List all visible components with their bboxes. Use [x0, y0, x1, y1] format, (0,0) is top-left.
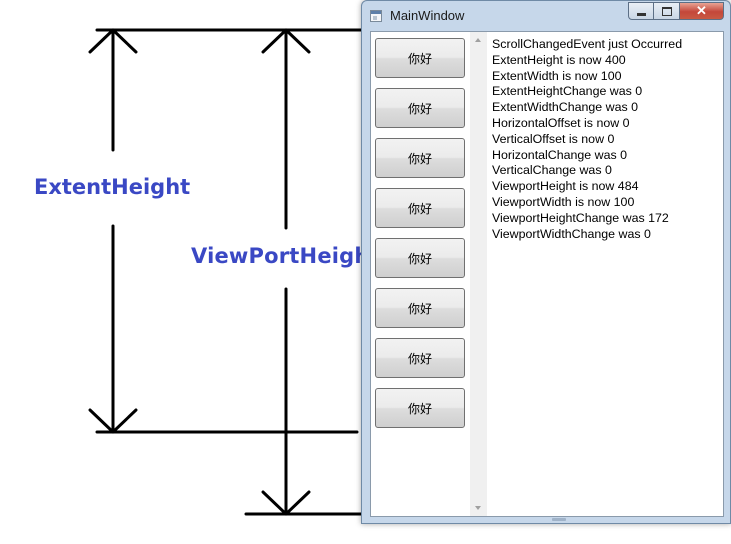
maximize-icon — [661, 6, 672, 16]
title-bar[interactable]: MainWindow ✕ — [362, 1, 730, 31]
log-line: ViewportWidth is now 100 — [492, 194, 635, 209]
hello-button-4[interactable]: 你好 — [375, 188, 465, 228]
maximize-button[interactable] — [654, 2, 680, 20]
client-area: 你好 你好 你好 你好 你好 你好 你好 你好 ScrollChangedEve… — [370, 31, 724, 517]
hello-button-7[interactable]: 你好 — [375, 338, 465, 378]
scroll-down-arrow-icon[interactable] — [475, 506, 481, 510]
hello-button-6[interactable]: 你好 — [375, 288, 465, 328]
log-line: ScrollChangedEvent just Occurred — [492, 37, 683, 51]
caption-buttons: ✕ — [628, 2, 724, 21]
window-title: MainWindow — [390, 8, 465, 23]
log-line: ExtentHeightChange was 0 — [492, 84, 643, 99]
extent-height-label: ExtentHeight — [34, 175, 191, 199]
vertical-scrollbar[interactable] — [470, 32, 487, 516]
log-line: HorizontalChange was 0 — [492, 147, 627, 162]
log-line: ViewportHeightChange was 172 — [492, 210, 669, 225]
extent-arrow-head-down — [88, 408, 138, 434]
log-line: VerticalChange was 0 — [492, 163, 612, 178]
scroll-up-arrow-icon[interactable] — [475, 38, 481, 42]
viewport-height-label: ViewPortHeight — [191, 244, 380, 268]
minimize-button[interactable] — [628, 2, 654, 20]
close-icon: ✕ — [696, 3, 707, 18]
hello-button-2[interactable]: 你好 — [375, 88, 465, 128]
hello-button-1[interactable]: 你好 — [375, 38, 465, 78]
log-line: ViewportHeight is now 484 — [492, 179, 639, 194]
hello-button-5[interactable]: 你好 — [375, 238, 465, 278]
button-scroll-viewer: 你好 你好 你好 你好 你好 你好 你好 你好 — [375, 38, 467, 438]
window-bottom-grip — [552, 518, 566, 521]
log-line: ExtentHeight is now 400 — [492, 52, 626, 67]
log-line: ViewportWidthChange was 0 — [492, 226, 651, 241]
minimize-icon — [636, 12, 646, 16]
log-line: ExtentWidthChange was 0 — [492, 100, 639, 115]
app-window-icon[interactable] — [370, 10, 382, 22]
log-line: ExtentWidth is now 100 — [492, 68, 622, 83]
viewport-arrow-head-up — [261, 28, 311, 54]
log-line: VerticalOffset is now 0 — [492, 131, 615, 146]
close-button[interactable]: ✕ — [680, 2, 724, 20]
extent-arrow-head-up — [88, 28, 138, 54]
log-line: HorizontalOffset is now 0 — [492, 115, 630, 130]
main-window: MainWindow ✕ 你好 你好 你好 你好 你好 你好 你好 你好 — [361, 0, 731, 524]
viewport-arrow-head-down — [261, 490, 311, 516]
hello-button-8[interactable]: 你好 — [375, 388, 465, 428]
scroll-info-text: ScrollChangedEvent just Occurred ExtentH… — [492, 37, 719, 242]
hello-button-3[interactable]: 你好 — [375, 138, 465, 178]
